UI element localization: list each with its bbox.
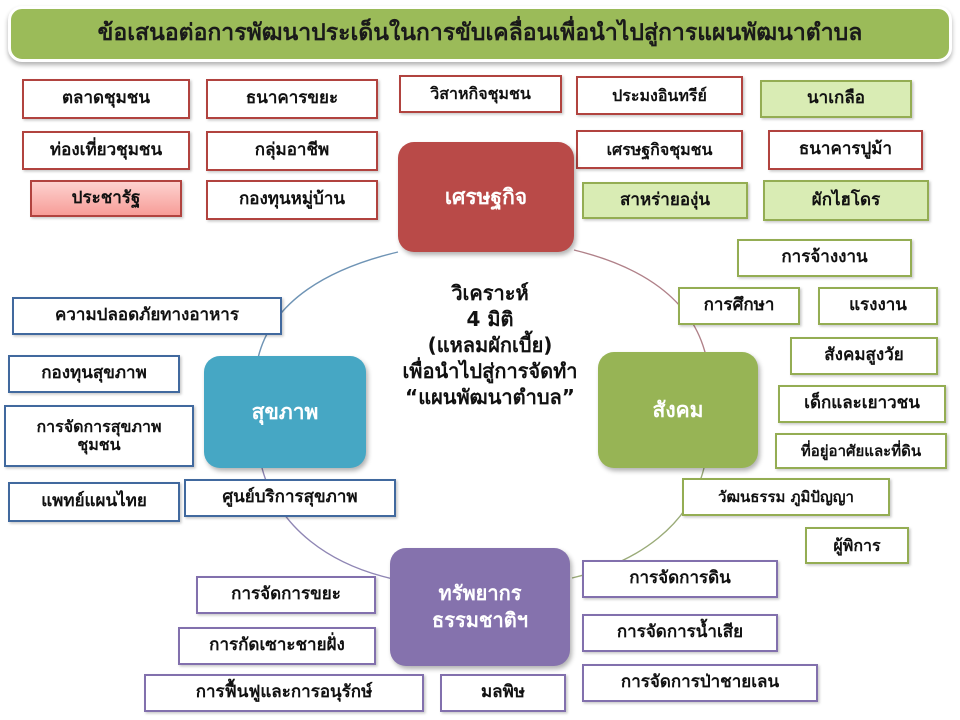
node-label: เด็กและเยาวชน xyxy=(804,393,920,414)
node-label: ความปลอดภัยทางอาหาร xyxy=(55,305,239,326)
node-label: ศูนย์บริการสุขภาพ xyxy=(222,487,358,508)
economy-item-box[interactable]: วิสาหกิจชุมชน xyxy=(399,75,562,113)
node-label: ประมงอินทรีย์ xyxy=(612,85,707,105)
nature-item-box[interactable]: การจัดการน้ำเสีย xyxy=(582,614,778,652)
node-label: การจัดการขยะ xyxy=(231,584,341,605)
center-line-4: เพื่อนำไปสู่การจัดทำ xyxy=(402,359,578,383)
node-label: กองทุนหมู่บ้าน xyxy=(238,189,345,210)
node-label: การศึกษา xyxy=(703,295,775,316)
health-item-box[interactable]: ความปลอดภัยทางอาหาร xyxy=(12,297,282,335)
node-label: แพทย์แผนไทย xyxy=(41,491,147,512)
node-label: ผักไฮโดร xyxy=(811,189,881,210)
economy-item-box[interactable]: กองทุนหมู่บ้าน xyxy=(206,180,378,220)
node-label: มลพิษ xyxy=(480,682,526,703)
diagram-title-banner: ข้อเสนอต่อการพัฒนาประเด็นในการขับเคลื่อน… xyxy=(8,6,952,62)
nature-item-box[interactable]: การกัดเซาะชายฝั่ง xyxy=(178,627,376,665)
node-label: การจัดการน้ำเสีย xyxy=(616,622,744,643)
health-item-box[interactable]: กองทุนสุขภาพ xyxy=(8,355,180,393)
society-item-box[interactable]: การจ้างงาน xyxy=(737,239,912,277)
economy-item-box[interactable]: เศรษฐกิจชุมชน xyxy=(576,130,743,169)
health-item-box[interactable]: การจัดการสุขภาพ ชุมชน xyxy=(4,405,194,467)
node-label: ธนาคารขยะ xyxy=(245,88,339,109)
hub-economy[interactable]: เศรษฐกิจ xyxy=(398,142,574,252)
society-item-box[interactable]: แรงงาน xyxy=(818,287,938,325)
node-label: แรงงาน xyxy=(849,295,907,316)
hub-health[interactable]: สุขภาพ xyxy=(204,356,366,468)
society-item-box[interactable]: การศึกษา xyxy=(678,287,800,325)
nature-item-box[interactable]: มลพิษ xyxy=(440,674,566,712)
economy-item-box[interactable]: ประมงอินทรีย์ xyxy=(576,76,743,115)
node-label: ที่อยู่อาศัยและที่ดิน xyxy=(800,441,922,460)
center-line-2: 4 มิติ xyxy=(466,307,514,331)
node-label: การจัดการป่าชายเลน xyxy=(620,672,780,693)
node-label: ประชารัฐ xyxy=(71,187,141,208)
hub-label: สังคม xyxy=(652,397,704,422)
economy-item-box[interactable]: กลุ่มอาชีพ xyxy=(206,131,378,171)
node-label: ผู้พิการ xyxy=(833,535,881,555)
nature-item-box[interactable]: การฟื้นฟูและการอนุรักษ์ xyxy=(144,674,424,712)
hub-label: เศรษฐกิจ xyxy=(444,184,528,209)
page-title: ข้อเสนอต่อการพัฒนาประเด็นในการขับเคลื่อน… xyxy=(97,20,863,47)
node-label: ท่องเที่ยวชุมชน xyxy=(49,139,163,160)
nature-item-box[interactable]: การจัดการป่าชายเลน xyxy=(582,664,818,702)
hub-label: สุขภาพ xyxy=(251,399,319,424)
node-label: ตลาดชุมชน xyxy=(62,88,150,109)
economy-item-box[interactable]: ตลาดชุมชน xyxy=(22,79,190,119)
node-label: เศรษฐกิจชุมชน xyxy=(606,139,713,159)
economy-item-box[interactable]: นาเกลือ xyxy=(760,80,912,118)
economy-item-box[interactable]: ท่องเที่ยวชุมชน xyxy=(22,131,190,170)
node-label: สังคมสูงวัย xyxy=(824,345,904,366)
economy-item-box[interactable]: ประชารัฐ xyxy=(30,180,182,217)
economy-item-box[interactable]: สาหร่ายองุ่น xyxy=(582,182,748,219)
node-label: การจ้างงาน xyxy=(781,247,868,268)
hub-society[interactable]: สังคม xyxy=(598,352,758,468)
hub-label-line1: ทรัพยากร xyxy=(438,581,522,605)
society-item-box[interactable]: วัฒนธรรม ภูมิปัญญา xyxy=(682,478,890,516)
nature-item-box[interactable]: การจัดการดิน xyxy=(582,560,778,598)
society-item-box[interactable]: เด็กและเยาวชน xyxy=(778,385,946,423)
node-label: วัฒนธรรม ภูมิปัญญา xyxy=(718,487,854,506)
center-line-1: วิเคราะห์ xyxy=(451,281,529,305)
node-label: การฟื้นฟูและการอนุรักษ์ xyxy=(195,682,373,703)
node-label: การกัดเซาะชายฝั่ง xyxy=(209,635,345,656)
economy-item-box[interactable]: ธนาคารขยะ xyxy=(206,79,378,119)
center-line-3: (แหลมผักเบี้ย) xyxy=(427,333,553,357)
node-label: กลุ่มอาชีพ xyxy=(254,140,330,161)
center-analysis-text: วิเคราะห์ 4 มิติ (แหลมผักเบี้ย) เพื่อนำไ… xyxy=(352,280,628,410)
node-label-line2: ชุมชน xyxy=(77,435,121,454)
node-label: สาหร่ายองุ่น xyxy=(620,189,710,210)
center-line-5: “แผนพัฒนาตำบล” xyxy=(405,385,575,409)
node-label: นาเกลือ xyxy=(807,88,865,109)
node-label: การจัดการสุขภาพ xyxy=(36,417,162,437)
society-item-box[interactable]: ผู้พิการ xyxy=(805,527,909,564)
society-item-box[interactable]: สังคมสูงวัย xyxy=(790,337,938,375)
health-item-box[interactable]: ศูนย์บริการสุขภาพ xyxy=(184,479,396,517)
hub-label-line2: ธรรมชาติฯ xyxy=(432,608,528,632)
health-item-box[interactable]: แพทย์แผนไทย xyxy=(8,482,180,522)
node-label: วิสาหกิจชุมชน xyxy=(430,84,531,104)
society-item-box[interactable]: ที่อยู่อาศัยและที่ดิน xyxy=(775,433,947,469)
economy-item-box[interactable]: ผักไฮโดร xyxy=(763,180,929,221)
node-label: การจัดการดิน xyxy=(629,568,731,589)
economy-item-box[interactable]: ธนาคารปูม้า xyxy=(768,130,923,170)
nature-item-box[interactable]: การจัดการขยะ xyxy=(196,576,376,614)
node-label: กองทุนสุขภาพ xyxy=(41,363,147,384)
node-label: ธนาคารปูม้า xyxy=(798,139,893,160)
hub-natural-resources[interactable]: ทรัพยากร ธรรมชาติฯ xyxy=(390,548,570,666)
